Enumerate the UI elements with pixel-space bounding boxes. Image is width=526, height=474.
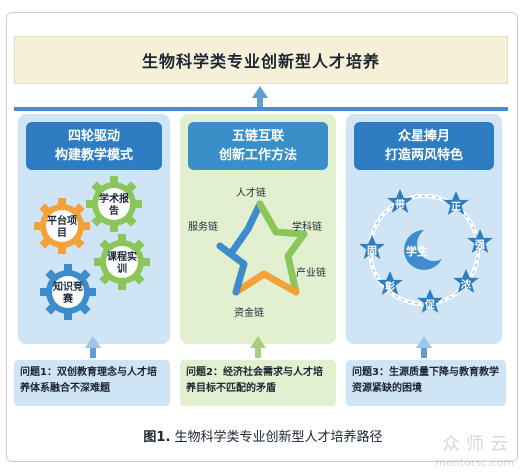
gear-icon — [94, 234, 150, 290]
problem-1: 问题1：双创教育理念与人才培养体系融合不深难题 — [14, 360, 170, 406]
star-icon — [359, 235, 385, 259]
gear-label: 课程实训 — [107, 252, 137, 275]
star-label: 促 — [425, 300, 435, 311]
panel-five-chain: 五链互联 创新工作方法 人才链 学科链 产业链 资金链 服务链 — [180, 114, 336, 344]
star-label: 正 — [451, 202, 461, 213]
stars-illustration — [359, 189, 493, 313]
chain-label-talent: 人才链 — [236, 188, 266, 199]
chain-label-discipline: 学科链 — [292, 222, 322, 233]
chain-label-fund: 资金链 — [234, 308, 264, 319]
gear-icon — [40, 264, 96, 320]
arrow-up-title-icon — [252, 86, 268, 98]
panel-heading: 五链互联 创新工作方法 — [188, 122, 328, 170]
panel-heading: 众星捧月 打造两风特色 — [354, 122, 494, 170]
center-label-student: 学生 — [406, 245, 428, 258]
panel-heading: 四轮驱动 构建教学模式 — [26, 122, 162, 170]
star-icon — [417, 289, 443, 313]
figure-caption: 图1. 生物科学类专业创新型人才培养路径 — [0, 426, 526, 445]
panel-heading-line2: 打造两风特色 — [384, 148, 463, 163]
chain-label-industry: 产业链 — [296, 268, 326, 279]
chain-segment — [228, 200, 264, 256]
watermark-url: mentorsc.com — [435, 456, 514, 469]
star-label: 带 — [395, 200, 405, 211]
gear-label: 平台项目 — [47, 216, 77, 239]
panel-heading-line1: 众星捧月 — [397, 129, 450, 144]
gear-label: 学术报告 — [99, 194, 129, 217]
star-icon — [377, 271, 403, 295]
panel-heading-line2: 构建教学模式 — [54, 148, 133, 163]
chain-segment — [216, 242, 248, 296]
problem-3: 问题3：生源质量下降与教育教学资源紧缺的困境 — [346, 360, 506, 406]
arrow-up-icon — [85, 336, 101, 348]
chain-label-service: 服务链 — [188, 222, 218, 233]
star-label: 强 — [475, 240, 485, 251]
chain-segment — [256, 200, 308, 238]
chain-segment — [284, 230, 308, 296]
problem-2: 问题2：经济社会需求与人才培养目标不匹配的矛盾 — [180, 360, 336, 406]
star-icon — [467, 229, 493, 253]
arrow-up-stem — [421, 344, 427, 358]
panel-heading-line2: 创新工作方法 — [218, 148, 297, 163]
caption-text: 生物科学类专业创新型人才培养路径 — [174, 430, 383, 445]
star-label: 彰 — [385, 282, 395, 293]
moon-icon — [404, 227, 451, 270]
star-label: 固 — [367, 246, 377, 257]
gear-icon — [86, 176, 142, 232]
arrow-up-icon — [416, 336, 432, 348]
page-title: 生物科学类专业创新型人才培养 — [141, 52, 380, 71]
star-icon — [387, 189, 413, 213]
star-label: 浓 — [461, 280, 471, 291]
watermark: 众师云 mentorsc.com — [394, 430, 514, 470]
panel-stars-moon: 众星捧月 打造两风特色 带 正 强 浓 促 彰 固 学生 — [346, 114, 502, 344]
panel-heading-line1: 四轮驱动 — [67, 129, 120, 144]
connector-line — [14, 107, 508, 111]
watermark-text: 众师云 — [442, 434, 514, 455]
chain-star-illustration — [216, 200, 308, 296]
star-icon — [443, 191, 469, 215]
panel-four-wheel: 四轮驱动 构建教学模式 学术报告 — [18, 114, 170, 344]
gears-illustration — [34, 176, 150, 320]
gear-icon — [34, 198, 90, 254]
caption-label: 图1. — [143, 430, 171, 445]
star-icons — [359, 189, 493, 313]
gear-label: 知识竞赛 — [53, 282, 83, 305]
panel-heading-line1: 五链互联 — [231, 129, 284, 144]
star-icon — [453, 269, 479, 293]
arrow-up-title-stem — [257, 96, 263, 107]
arrow-up-stem — [255, 344, 261, 358]
title-bar: 生物科学类专业创新型人才培养 — [14, 36, 508, 84]
arrow-up-icon — [250, 336, 266, 348]
chain-segment — [232, 270, 300, 296]
arrow-up-stem — [90, 344, 96, 358]
